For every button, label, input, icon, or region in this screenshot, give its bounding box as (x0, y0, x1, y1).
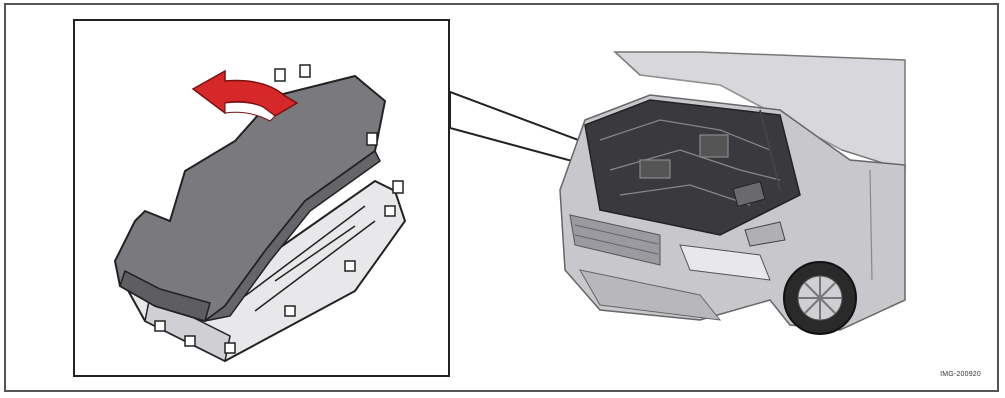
fuse-box-detail-inset (73, 19, 450, 377)
fuse-box-icon (75, 21, 450, 377)
image-id-label: IMG-200920 (940, 371, 981, 378)
